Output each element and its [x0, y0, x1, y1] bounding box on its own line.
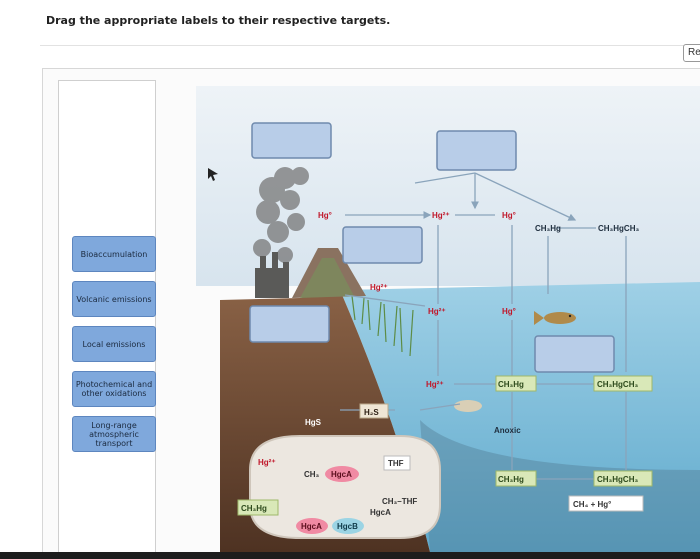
hg2-runoff-text: Hg²⁺	[370, 283, 388, 292]
volcano	[292, 248, 366, 298]
hg2-air-text: Hg²⁺	[432, 211, 450, 220]
anoxic-text: Anoxic	[494, 426, 521, 435]
label-chip-volcanic-emissions[interactable]: Volcanic emissions	[72, 281, 156, 317]
ch3hgch3-water-box	[593, 375, 653, 392]
hg2-cell-text: Hg²⁺	[258, 458, 276, 467]
hgca-cell2-text: HgcA	[370, 508, 391, 517]
smoke-plume	[253, 167, 309, 263]
reset-button[interactable]: Re	[683, 44, 700, 62]
hgca-enzyme-bottom	[296, 518, 328, 534]
ch3hg-water-box	[495, 375, 537, 392]
ch3hgch3-air-text: CH₃HgCH₃	[598, 224, 639, 233]
hgs-text: HgS	[305, 418, 322, 427]
ch3hgch3-deep-text: CH₃HgCH₃	[597, 475, 638, 484]
drop-target-3[interactable]	[342, 226, 423, 264]
ch3hg-air-text: CH₃Hg	[535, 224, 561, 233]
h2s-box	[359, 403, 389, 419]
bottom-bar	[0, 552, 700, 559]
ch3hg-cell-text: CH₃Hg	[241, 504, 267, 513]
hgcb-enzyme	[332, 518, 364, 534]
sediment-layer	[420, 420, 700, 552]
hg0-volcano-text: Hg°	[318, 211, 332, 220]
drop-target-2[interactable]	[436, 130, 517, 171]
ch3-thf-text: CH₃–THF	[382, 497, 417, 506]
h2s-text: H₂S	[364, 408, 379, 417]
label-bank	[58, 80, 156, 554]
ch3hg-water-text: CH₃Hg	[498, 380, 524, 389]
thf-box	[383, 455, 411, 471]
ch4-hg0-box	[568, 495, 644, 512]
label-chip-local-emissions[interactable]: Local emissions	[72, 326, 156, 362]
hgca-bottom-text: HgcA	[301, 522, 322, 531]
drop-target-1[interactable]	[251, 122, 332, 159]
hg2-surface-text: Hg²⁺	[428, 307, 446, 316]
hg0-surface-text: Hg°	[502, 307, 516, 316]
fish	[534, 311, 576, 325]
reeds	[351, 295, 414, 357]
ch3hg-deep-box	[495, 470, 537, 487]
instruction-text: Drag the appropriate labels to their res…	[46, 14, 391, 27]
thf-text: THF	[388, 459, 404, 468]
hg0-air-text: Hg°	[502, 211, 516, 220]
ch3-cell-text: CH₃	[304, 470, 320, 479]
drop-target-4[interactable]	[249, 305, 330, 343]
label-chip-photochemical-oxidations[interactable]: Photochemical and other oxidations	[72, 371, 156, 407]
drop-target-5[interactable]	[534, 335, 615, 373]
ch3hg-cell-box	[237, 499, 279, 516]
hgca-enzyme	[325, 466, 359, 482]
label-chip-long-range-transport[interactable]: Long-range atmospheric transport	[72, 416, 156, 452]
ch3hgch3-water-text: CH₃HgCH₃	[597, 380, 638, 389]
transport-arrows	[340, 172, 627, 480]
label-chip-bioaccumulation[interactable]: Bioaccumulation	[72, 236, 156, 272]
hg2-sediment-text: Hg²⁺	[426, 380, 444, 389]
hgca-cell-text: HgcA	[331, 470, 352, 479]
ch4-hg0-text: CH₄ + Hg°	[573, 500, 611, 509]
ch3hgch3-deep-box	[593, 470, 653, 487]
mouse-cursor-icon	[208, 168, 218, 181]
sediment-particle	[454, 400, 482, 412]
factory	[255, 252, 289, 298]
ch3hg-deep-text: CH₃Hg	[498, 475, 524, 484]
hgcb-bottom-text: HgcB	[337, 522, 358, 531]
divider	[40, 45, 700, 46]
